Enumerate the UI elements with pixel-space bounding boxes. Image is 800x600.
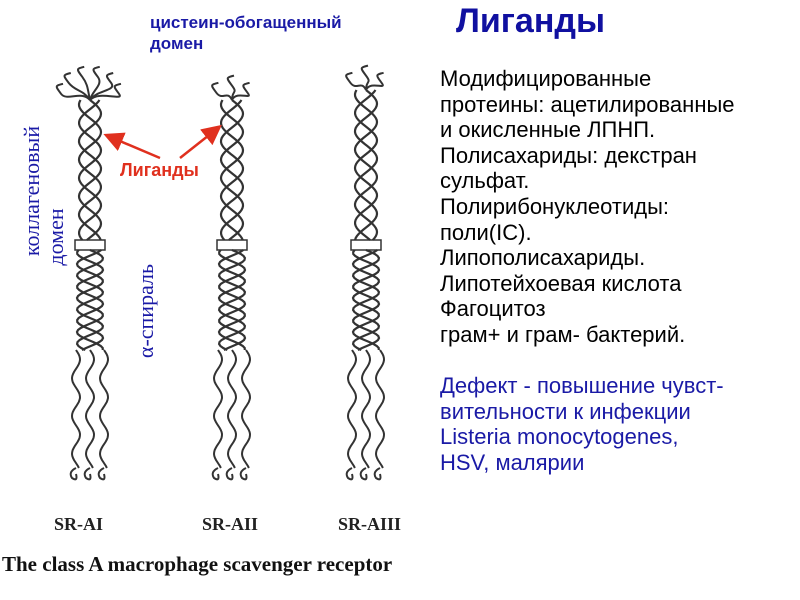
spacer (440, 348, 792, 374)
cysteine-curl (231, 81, 250, 101)
diagram-caption: The class A macrophage scavenger recepto… (2, 552, 393, 576)
ligand-arrow-1 (103, 132, 161, 160)
tail-curl (359, 467, 368, 481)
text-line: Полисахариды: декстран (440, 142, 697, 168)
receptor-3 (345, 64, 386, 481)
text-line: Липотейхоевая кислота (440, 270, 682, 296)
text-line: Липополисахариды. (440, 245, 646, 271)
ligand-list: Модифицированные протеины: ацетилированн… (440, 66, 792, 476)
text-line: поли(IC). (440, 219, 532, 245)
tail-strand (70, 349, 82, 469)
defect-line: Дефект - повышение чувст- (440, 373, 724, 399)
tail-curl (345, 467, 354, 481)
tail-strand (212, 349, 224, 469)
helix-strand (351, 249, 380, 351)
domain-junction (350, 239, 382, 251)
tail-curl (239, 467, 248, 481)
tail-curl (373, 467, 382, 481)
domain-junction (74, 239, 106, 251)
cysteine-curl (89, 82, 122, 101)
slide-title: Лиганды (456, 2, 605, 40)
receptor-diagram (55, 64, 386, 481)
cysteine-curl (89, 72, 114, 101)
cysteine-domain-label-line-1: цистеин-обогащенный (150, 13, 342, 32)
cysteine-curl (345, 71, 367, 91)
helix-strand (77, 99, 103, 241)
cysteine-curl (211, 81, 233, 101)
helix-strand (352, 249, 381, 351)
receptor-1 (55, 65, 122, 481)
helix-strand (75, 248, 105, 351)
text-line: Фагоцитоз (440, 296, 546, 322)
cysteine-domain-label-line-2: домен (150, 34, 204, 53)
cysteine-curl (76, 65, 91, 101)
helix-strand (75, 249, 104, 351)
tail-strand (98, 349, 110, 469)
helix-strand (217, 249, 246, 351)
cysteine-curl (226, 74, 236, 101)
helix-strand (76, 249, 105, 351)
tail-strand (240, 349, 252, 469)
ligands-label: Лиганды (120, 160, 199, 180)
tail-curl (97, 467, 106, 481)
text-line: грам+ и грам- бактерий. (440, 321, 686, 347)
tail-curl (69, 467, 78, 481)
tail-strand (360, 349, 372, 469)
helix-strand (217, 248, 247, 351)
receptor-label-sr-aii: SR-AII (202, 514, 259, 534)
tail-curl (83, 467, 92, 481)
helix-strand (353, 89, 379, 241)
tail-curl (211, 467, 220, 481)
domain-junction (216, 239, 248, 251)
receptor-label-sr-ai: SR-AI (54, 514, 104, 534)
text-line: и окисленные ЛПНП. (440, 117, 656, 143)
helix-strand (77, 99, 103, 241)
text-line: сульфат. (440, 168, 530, 194)
cysteine-curl (55, 82, 91, 101)
tail-strand (346, 349, 358, 469)
cysteine-curl (63, 72, 91, 101)
text-line: Модифицированные (440, 66, 652, 91)
cysteine-curl (365, 71, 384, 91)
tail-strand (226, 349, 238, 469)
cysteine-domain-label: цистеин-обогащенный домен (150, 12, 342, 54)
helix-strand (219, 99, 245, 241)
cysteine-curl (360, 64, 370, 91)
helix-strand (219, 99, 245, 241)
receptor-2 (211, 74, 252, 481)
helix-strand (353, 89, 379, 241)
collagen-domain-label: коллагеновый (19, 125, 44, 257)
defect-line: Listeria monocytogenes, (440, 424, 679, 450)
defect-line: вительности к инфекции (440, 398, 691, 424)
tail-strand (84, 349, 96, 469)
helix-strand (351, 248, 381, 351)
tail-curl (225, 467, 234, 481)
cysteine-curl (89, 65, 101, 101)
ligand-arrows (103, 124, 222, 160)
collagen-domain-label-2: домен (43, 208, 68, 266)
defect-line: HSV, малярии (440, 449, 585, 475)
helix-strand (218, 249, 247, 351)
receptor-label-sr-aiii: SR-AIII (338, 514, 402, 534)
alpha-helix-label: α-спираль (133, 263, 158, 359)
tail-strand (374, 349, 386, 469)
text-line: протеины: ацетилированные (440, 91, 735, 117)
text-line: Полирибонуклеотиды: (440, 193, 670, 219)
ligand-arrow-2 (179, 124, 222, 159)
helix-strand (353, 89, 379, 241)
